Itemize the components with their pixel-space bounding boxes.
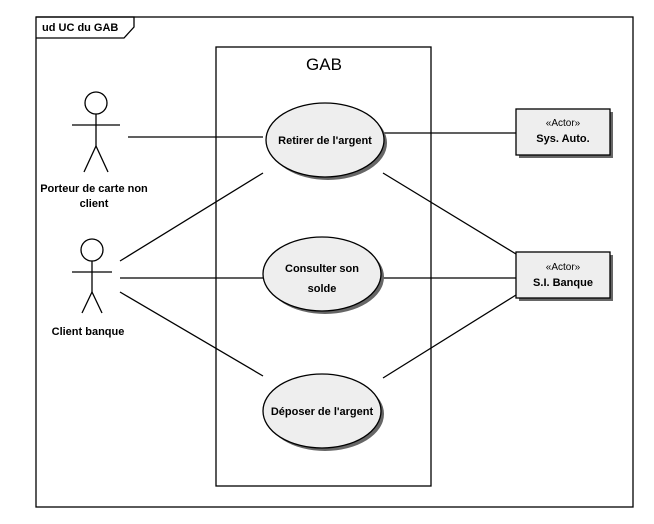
- actor-porteur-label-line2: client: [80, 198, 109, 210]
- usecase-retirer-ellipse: [265, 102, 385, 178]
- actor-client-figure-icon: [72, 238, 112, 314]
- assoc-client-deposer: [119, 291, 264, 377]
- usecase-retirer: Retirer de l'argent: [265, 102, 387, 180]
- usecase-deposer: Déposer de l'argent: [262, 373, 384, 451]
- assoc-retirer-sibanque: [382, 172, 517, 255]
- usecase-consulter: Consulter son solde: [262, 236, 384, 314]
- actor-box-sibanque-name: S.I. Banque: [533, 277, 593, 289]
- usecase-consulter-label-line1: Consulter son: [285, 263, 359, 275]
- actor-box-sysauto: «Actor» Sys. Auto.: [515, 108, 613, 158]
- actor-box-sysauto-rect: [515, 108, 611, 156]
- frame-title: ud UC du GAB: [42, 22, 118, 34]
- assoc-client-retirer: [119, 172, 264, 262]
- frame-tab: [36, 16, 135, 39]
- actor-box-sysauto-name: Sys. Auto.: [536, 133, 589, 145]
- actor-box-sibanque-rect: [515, 251, 611, 299]
- actor-box-sibanque-stereotype: «Actor»: [546, 262, 581, 273]
- usecase-retirer-label: Retirer de l'argent: [278, 135, 372, 147]
- actor-client: Client banque: [52, 238, 125, 338]
- system-boundary: [215, 46, 432, 487]
- associations: [119, 132, 517, 379]
- actor-box-sysauto-stereotype: «Actor»: [546, 118, 581, 129]
- usecase-deposer-label: Déposer de l'argent: [271, 406, 374, 418]
- actor-porteur-label-line1: Porteur de carte non: [40, 183, 148, 195]
- diagram-frame: [35, 16, 634, 508]
- actor-client-label: Client banque: [52, 326, 125, 338]
- usecase-deposer-ellipse: [262, 373, 382, 449]
- actor-porteur: Porteur de carte non client: [40, 91, 148, 210]
- actor-box-sibanque: «Actor» S.I. Banque: [515, 251, 613, 301]
- assoc-deposer-sibanque: [382, 294, 517, 379]
- system-title: GAB: [306, 55, 342, 74]
- usecase-consulter-ellipse: [262, 236, 382, 312]
- actor-porteur-figure-icon: [72, 91, 120, 173]
- usecase-consulter-label-line2: solde: [308, 283, 337, 295]
